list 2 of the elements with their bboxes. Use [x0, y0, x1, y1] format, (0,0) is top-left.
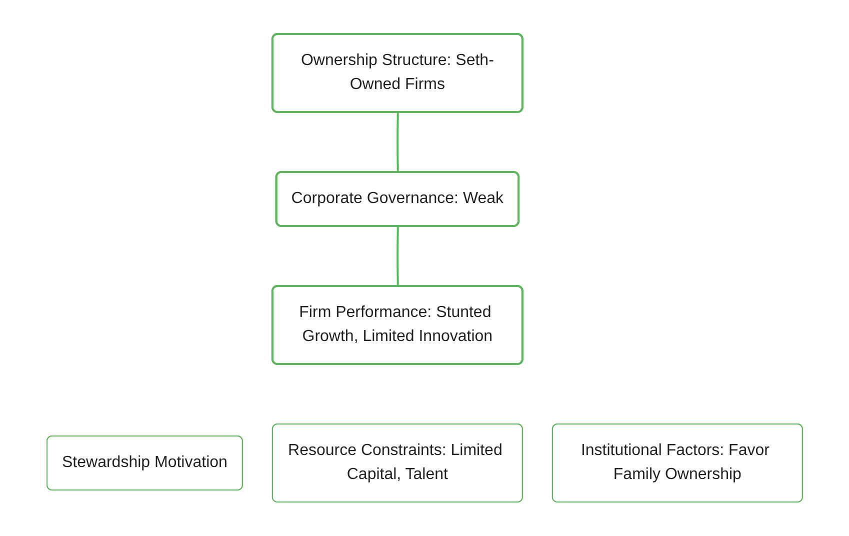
connector — [396, 226, 399, 287]
connector — [396, 112, 399, 173]
